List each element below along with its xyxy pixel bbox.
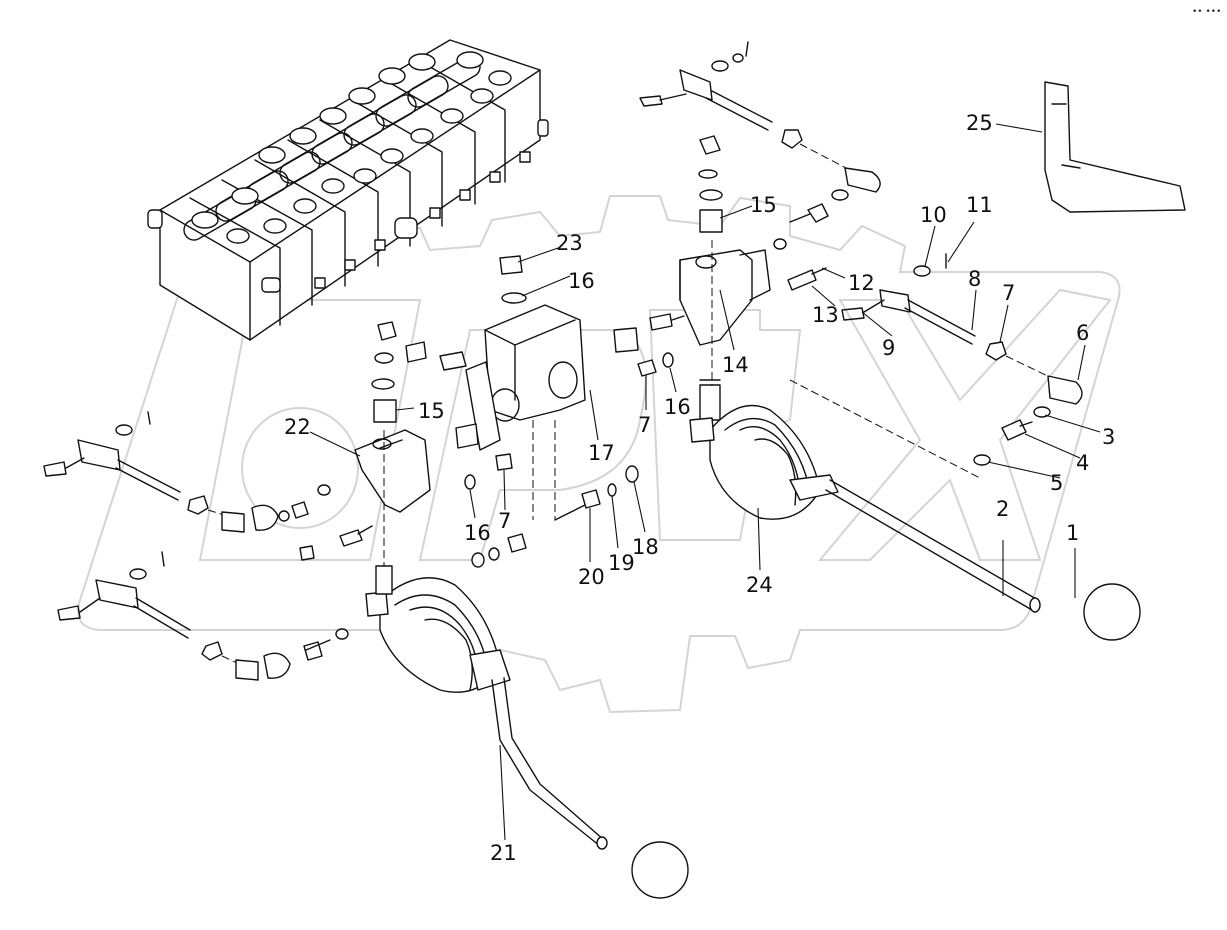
callout-5: 5 [1050,471,1063,495]
small-fasteners [464,352,674,568]
callout-6: 6 [1076,321,1089,345]
callout-7-left: 7 [498,509,511,533]
reference-circle-right [1083,583,1141,641]
callout-22: 22 [284,415,311,439]
callout-18: 18 [632,535,659,559]
callout-15-upper: 15 [750,193,777,217]
upper-linkage-rod [639,41,881,250]
valve-bank [147,39,549,341]
callout-16-center: 16 [664,395,691,419]
callout-9: 9 [882,336,895,360]
right-linkage-rod [841,253,1083,466]
callout-13: 13 [812,303,839,327]
callout-7-right: 7 [1002,281,1015,305]
left-boot-and-lever [365,565,608,850]
callout-4: 4 [1076,451,1089,475]
callout-7-center: 7 [638,413,651,437]
upper-lever-bracket [649,135,827,421]
left-lower-linkage [57,551,349,681]
right-boot-and-lever [689,379,1041,613]
callout-16-lower: 16 [464,521,491,545]
callout-8: 8 [968,267,981,291]
callout-17: 17 [588,441,615,465]
callout-20: 20 [578,565,605,589]
reference-circle-bottom [631,841,689,899]
callout-25: 25 [966,111,993,135]
callout-15-lower: 15 [418,399,445,423]
callout-3: 3 [1102,425,1115,449]
callout-2: 2 [996,497,1009,521]
callout-10: 10 [920,203,947,227]
callout-23: 23 [556,231,583,255]
lower-lever-bracket [299,321,431,570]
left-upper-linkage [43,411,331,533]
callout-21: 21 [490,841,517,865]
corner-mark: •• ••• [1192,7,1221,17]
callout-12: 12 [848,271,875,295]
callout-1: 1 [1066,521,1079,545]
callout-24: 24 [746,573,773,597]
callout-19: 19 [608,551,635,575]
leader-lines [309,123,1101,841]
callout-16-upper: 16 [568,269,595,293]
callout-11: 11 [966,193,993,217]
callout-14: 14 [722,353,749,377]
handle-item-25 [1044,81,1186,213]
center-bracket [439,255,639,521]
callout-labels: 1 2 3 4 5 6 7 7 7 8 9 10 11 12 13 14 15 … [284,111,1115,865]
